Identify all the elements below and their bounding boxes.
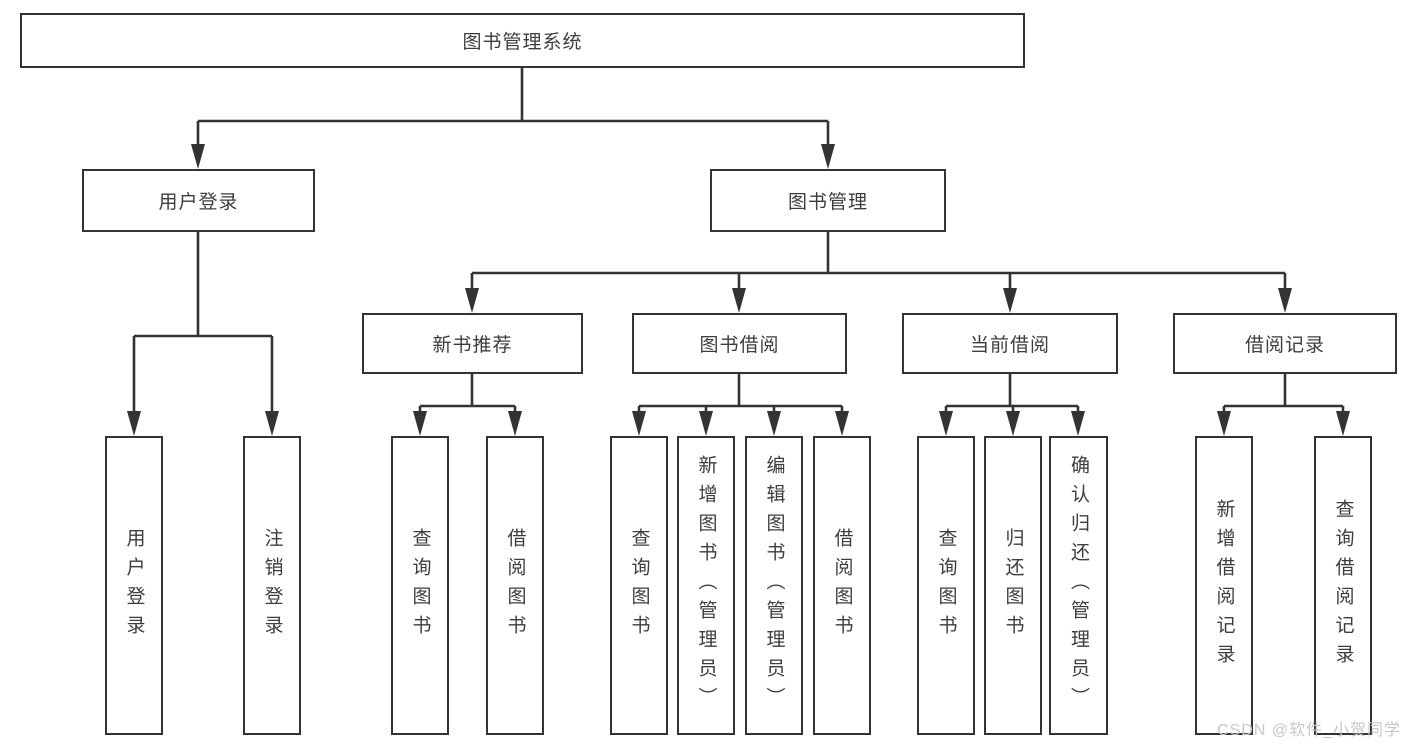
node-leaf-query-borrow-record: 查询借阅记录 <box>1314 436 1372 735</box>
node-label: 新增图书（管理员） <box>695 455 717 716</box>
node-label: 借阅图书 <box>831 527 853 644</box>
arrowheads-login-to-leaves <box>127 411 279 436</box>
node-leaf-query-books: 查询图书 <box>391 436 449 735</box>
node-leaf-user-login: 用户登录 <box>105 436 163 735</box>
arrowheads-mgmt-to-level3 <box>465 288 1292 313</box>
node-user-login: 用户登录 <box>82 169 315 232</box>
node-leaf-borrow-books: 借阅图书 <box>813 436 871 735</box>
arrowheads-recommend-to-leaves <box>413 411 522 436</box>
node-label: 新书推荐 <box>432 335 513 356</box>
arrowheads-records-to-leaves <box>1217 411 1350 436</box>
node-label: 编辑图书（管理员） <box>763 455 785 716</box>
node-label: 查询图书 <box>935 527 957 644</box>
node-leaf-edit-books-admin: 编辑图书（管理员） <box>745 436 803 735</box>
node-label: 查询图书 <box>628 527 650 644</box>
connector-recommend-to-leaves <box>418 374 517 413</box>
arrowheads-root-to-level2 <box>191 144 835 169</box>
node-label: 图书借阅 <box>699 335 780 356</box>
arrowheads-borrow-to-leaves <box>632 411 849 436</box>
connector-root-to-level2 <box>196 68 830 146</box>
node-leaf-query-books: 查询图书 <box>917 436 975 735</box>
node-label: 图书管理系统 <box>462 32 583 53</box>
node-library-management-system: 图书管理系统 <box>20 13 1025 68</box>
node-book-borrow: 图书借阅 <box>632 313 847 374</box>
node-label: 确认归还（管理员） <box>1068 455 1089 716</box>
connector-mgmt-to-level3 <box>470 232 1287 290</box>
node-book-management: 图书管理 <box>710 169 946 232</box>
arrowheads-current-to-leaves <box>939 411 1085 436</box>
node-leaf-logout: 注销登录 <box>243 436 301 735</box>
node-leaf-query-books: 查询图书 <box>610 436 668 735</box>
connector-borrow-to-leaves <box>637 374 844 413</box>
node-label: 借阅图书 <box>504 527 526 644</box>
node-label: 查询借阅记录 <box>1332 498 1354 673</box>
node-leaf-confirm-return-admin: 确认归还（管理员） <box>1049 436 1108 735</box>
node-label: 查询图书 <box>409 527 431 644</box>
node-label: 用户登录 <box>158 192 239 213</box>
connector-current-to-leaves <box>944 374 1080 413</box>
node-leaf-add-books-admin: 新增图书（管理员） <box>677 436 735 735</box>
node-label: 归还图书 <box>1002 527 1024 644</box>
node-label: 当前借阅 <box>969 335 1050 356</box>
csdn-watermark: CSDN @软件_小贺同学 <box>1217 722 1401 739</box>
node-label: 新增借阅记录 <box>1213 498 1235 673</box>
node-leaf-return-books: 归还图书 <box>984 436 1042 735</box>
node-new-book-recommend: 新书推荐 <box>362 313 583 374</box>
node-label: 图书管理 <box>787 192 868 213</box>
node-label: 借阅记录 <box>1244 335 1325 356</box>
connector-records-to-leaves <box>1222 374 1345 413</box>
node-label: 用户登录 <box>123 527 145 644</box>
node-current-borrow: 当前借阅 <box>902 313 1118 374</box>
connector-login-to-leaves <box>132 232 274 413</box>
node-borrow-records: 借阅记录 <box>1173 313 1397 374</box>
node-label: 注销登录 <box>261 527 283 644</box>
node-leaf-borrow-books: 借阅图书 <box>486 436 544 735</box>
node-leaf-add-borrow-record: 新增借阅记录 <box>1195 436 1253 735</box>
